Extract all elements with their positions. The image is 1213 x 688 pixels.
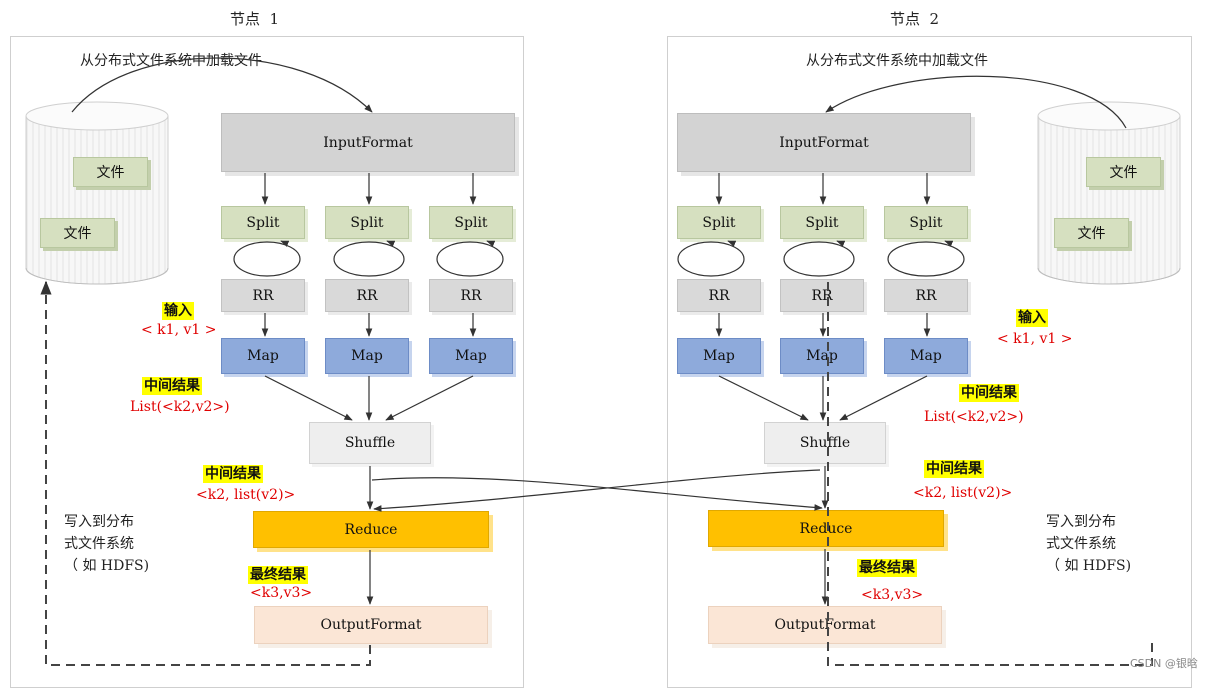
node1-final-kv: <k3,v3>: [250, 585, 313, 601]
node1-split-3: Split: [429, 206, 513, 239]
node2-write-label: 写入到分布 式文件系统 （ 如 HDFS): [1046, 511, 1131, 577]
node2-mid-kv-2: <k2, list(v2)>: [913, 485, 1013, 501]
node1-write-line-3: （ 如 HDFS): [64, 558, 150, 574]
node2-load-label: 从分布式文件系统中加载文件: [806, 53, 988, 69]
node1-reduce: Reduce: [253, 511, 489, 548]
node2-file-2: 文件: [1054, 218, 1129, 248]
node1-map-3: Map: [429, 338, 513, 374]
node1-mid-tag-2: 中间结果: [203, 465, 263, 483]
node2-writeback-path: [827, 282, 1153, 666]
node1-load-label: 从分布式文件系统中加载文件: [80, 53, 262, 69]
node1-write-line-1: 写入到分布: [64, 514, 134, 530]
node2-mid-tag-1: 中间结果: [959, 384, 1019, 402]
node2-rr-2: RR: [780, 279, 864, 312]
node1-rr-3: RR: [429, 279, 513, 312]
node1-inputformat: InputFormat: [221, 113, 515, 172]
node2-split-1: Split: [677, 206, 761, 239]
node1-map-1: Map: [221, 338, 305, 374]
node1-title: 节点 1: [230, 10, 280, 28]
node1-write-line-2: 式文件系统: [64, 536, 134, 552]
node2-input-tag: 输入: [1016, 309, 1048, 327]
node1-file-1: 文件: [73, 157, 148, 187]
node1-split-2: Split: [325, 206, 409, 239]
node1-mid-kv-1: List(<k2,v2>): [130, 399, 230, 415]
node1-writeback-path: [40, 280, 371, 666]
node1-shuffle: Shuffle: [309, 422, 431, 464]
node2-write-line-3: （ 如 HDFS): [1046, 558, 1132, 574]
node1-input-tag: 输入: [162, 302, 194, 320]
node2-split-2: Split: [780, 206, 864, 239]
node2-reduce: Reduce: [708, 510, 944, 547]
node1-input-kv: < k1, v1 >: [141, 322, 217, 338]
node1-final-tag: 最终结果: [248, 566, 308, 584]
node2-mid-kv-1: List(<k2,v2>): [924, 409, 1024, 425]
node2-final-tag: 最终结果: [857, 559, 917, 577]
node2-final-kv: <k3,v3>: [861, 587, 924, 603]
watermark: CSDN @银晗: [1130, 657, 1198, 670]
node2-write-line-2: 式文件系统: [1046, 536, 1116, 552]
node2-map-2: Map: [780, 338, 864, 374]
node1-write-label: 写入到分布 式文件系统 （ 如 HDFS): [64, 511, 149, 577]
node2-map-3: Map: [884, 338, 968, 374]
node2-file-1: 文件: [1086, 157, 1161, 187]
node2-mid-tag-2: 中间结果: [924, 460, 984, 478]
node2-split-3: Split: [884, 206, 968, 239]
node1-split-1: Split: [221, 206, 305, 239]
node1-rr-1: RR: [221, 279, 305, 312]
node2-map-1: Map: [677, 338, 761, 374]
node2-shuffle: Shuffle: [764, 422, 886, 464]
node1-file-2: 文件: [40, 218, 115, 248]
node2-input-kv: < k1, v1 >: [997, 331, 1073, 347]
node2-load-arrow: [825, 75, 1127, 129]
node2-write-line-1: 写入到分布: [1046, 514, 1116, 530]
node2-inputformat: InputFormat: [677, 113, 971, 172]
node1-map-2: Map: [325, 338, 409, 374]
node2-outputformat: OutputFormat: [708, 606, 942, 644]
node1-outputformat: OutputFormat: [254, 606, 488, 644]
node1-load-arrow: [71, 57, 373, 113]
node1-rr-2: RR: [325, 279, 409, 312]
node1-mid-kv-2: <k2, list(v2)>: [196, 487, 296, 503]
node2-rr-3: RR: [884, 279, 968, 312]
node2-title: 节点 2: [890, 10, 940, 28]
node2-rr-1: RR: [677, 279, 761, 312]
node1-mid-tag-1: 中间结果: [142, 377, 202, 395]
